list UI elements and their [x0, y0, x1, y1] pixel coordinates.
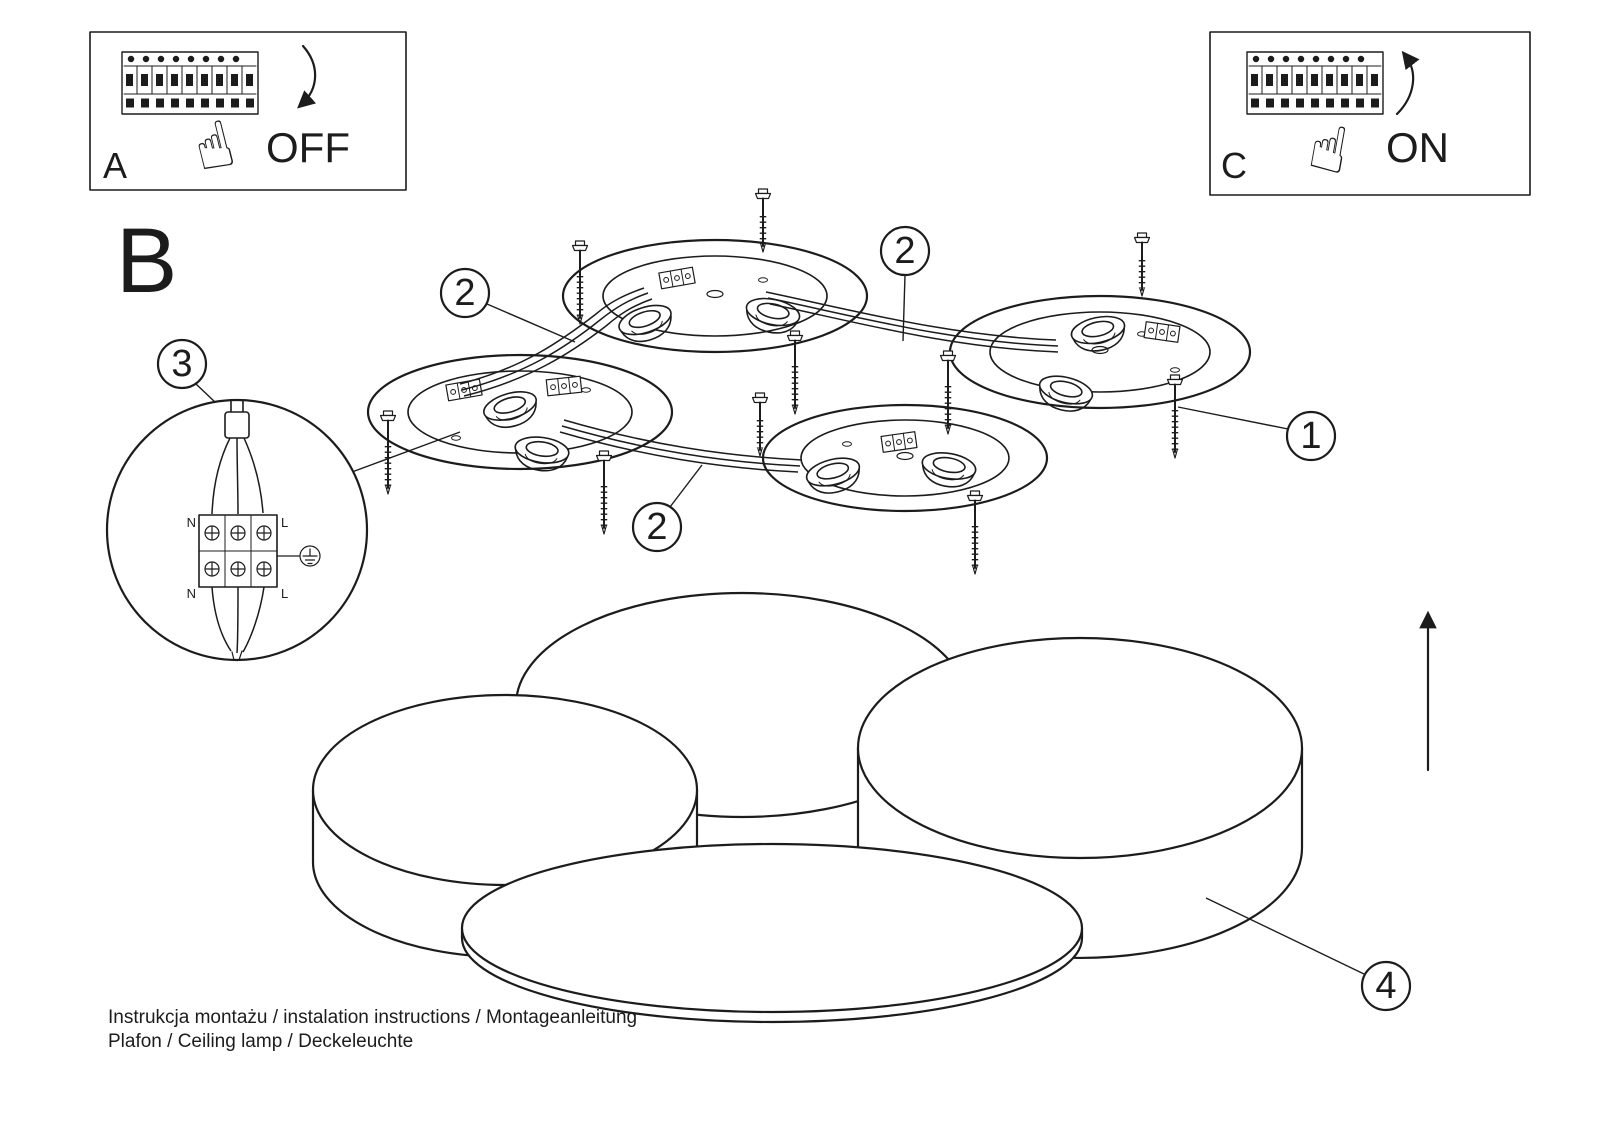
callout-4: 4 [1205, 897, 1412, 1012]
circuit-breaker-icon [122, 52, 258, 114]
callout-2c: 2 [631, 464, 703, 553]
off-label: OFF [266, 124, 350, 171]
exploded-view: 2 2 2 1 [366, 189, 1337, 574]
callout-1: 1 [1177, 406, 1337, 462]
supply-cable [211, 400, 264, 515]
lamp-shade-front [460, 842, 1084, 1024]
terminal-label-n-bottom: N [187, 586, 196, 601]
callout-2a: 2 [439, 267, 576, 343]
callout-1-number: 1 [1300, 415, 1321, 457]
terminal-block [545, 375, 583, 397]
mounting-plate-bottom [761, 403, 1049, 513]
wire-bundle-left-to-top [459, 287, 653, 397]
detail-link-line [351, 431, 461, 473]
switch-on-arrow-icon [1395, 50, 1420, 116]
terminal-label-l-bottom: L [281, 586, 288, 601]
ground-symbol-icon [276, 545, 321, 567]
mounting-plate-top [561, 238, 869, 354]
callout-2b: 2 [879, 225, 931, 342]
mounting-plate-right [948, 294, 1252, 418]
circuit-breaker-icon [1247, 52, 1383, 114]
step-a-box: ☝ OFF A [89, 31, 407, 191]
wiring-detail: 3 N L N L [105, 338, 461, 662]
on-label: ON [1386, 124, 1449, 171]
fixture-wires [211, 586, 265, 661]
callout-3: 3 [156, 338, 217, 404]
step-b-label: B [116, 210, 177, 312]
mounting-screw [1135, 233, 1150, 296]
footer-line-1: Instrukcja montażu / instalation instruc… [108, 1007, 637, 1028]
step-a-label: A [103, 145, 127, 186]
switch-off-arrow-icon [297, 44, 317, 109]
mounting-screw [597, 451, 612, 534]
step-c-label: C [1221, 145, 1247, 186]
terminal-block-detail [198, 514, 278, 588]
step-c-box: ☝ ON C [1209, 31, 1531, 196]
assembled-lamp: 4 [311, 591, 1437, 1024]
callout-2-number: 2 [646, 506, 667, 548]
wire-bundle-left-to-bottom [559, 419, 803, 473]
callout-2-number: 2 [894, 230, 915, 272]
callout-2-number: 2 [454, 272, 475, 314]
terminal-label-n-top: N [187, 515, 196, 530]
terminal-label-l-top: L [281, 515, 288, 530]
footer-line-2: Plafon / Ceiling lamp / Deckeleuchte [108, 1031, 413, 1052]
mounting-plate-left [366, 353, 674, 475]
callout-4-number: 4 [1375, 965, 1396, 1007]
callout-3-number: 3 [171, 343, 192, 385]
